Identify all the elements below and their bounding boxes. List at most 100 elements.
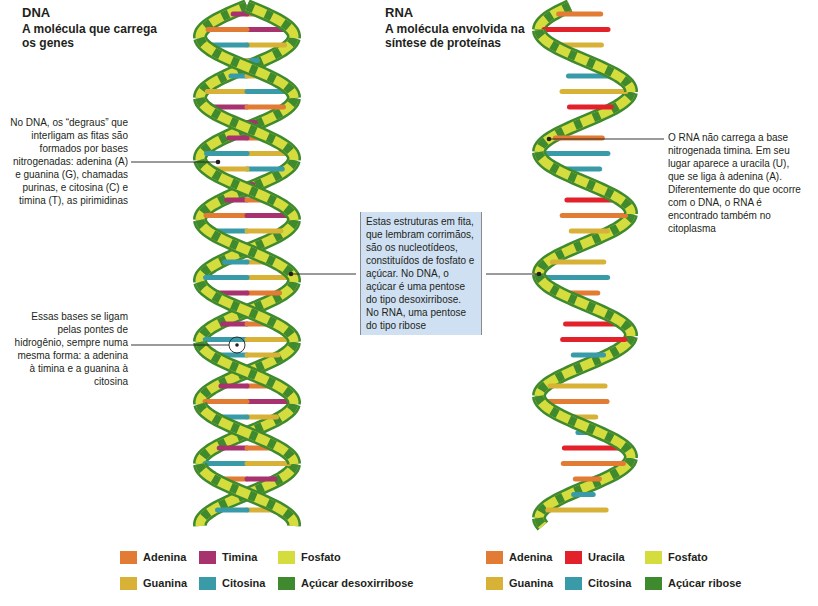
strand-segment bbox=[200, 38, 294, 98]
phosphate-band bbox=[200, 160, 294, 220]
strand-segment bbox=[539, 152, 631, 214]
base-bar bbox=[559, 12, 601, 17]
phosphate-band bbox=[539, 274, 631, 336]
sugar-band bbox=[200, 464, 294, 526]
phosphate-band bbox=[539, 458, 631, 518]
heading: DNA bbox=[22, 5, 172, 21]
base-bar bbox=[247, 477, 275, 482]
front-strand bbox=[539, 30, 631, 526]
legend-text: Fosfato bbox=[668, 551, 708, 564]
legend-text: Açúcar ribose bbox=[668, 577, 741, 590]
strand-outline bbox=[539, 6, 570, 30]
note-text: Estas estruturas em fita, que lembram co… bbox=[366, 215, 476, 332]
phosphate-band bbox=[200, 464, 294, 526]
base-bar bbox=[544, 27, 608, 32]
leader-lines bbox=[131, 137, 664, 353]
note-box: Estas estruturas em fita, que lembram co… bbox=[360, 212, 482, 335]
rna-helix bbox=[539, 6, 631, 526]
sugar-band bbox=[539, 336, 631, 396]
strand-outline bbox=[200, 464, 294, 526]
strand-outline bbox=[539, 152, 631, 214]
sugar-band bbox=[200, 342, 294, 404]
sugar-band bbox=[539, 6, 570, 30]
strand-segment bbox=[200, 38, 294, 98]
strand-outline bbox=[539, 518, 543, 526]
sugar-band bbox=[539, 92, 631, 152]
leader-dot bbox=[289, 272, 294, 277]
sugar-band bbox=[200, 160, 294, 220]
subheading: A molécula envolvida na síntese de prote… bbox=[385, 22, 535, 50]
base-bar bbox=[218, 508, 247, 513]
base-bar bbox=[223, 322, 247, 327]
base-bar bbox=[247, 213, 288, 218]
phosphate-band bbox=[539, 6, 570, 30]
strand-outline bbox=[539, 92, 631, 152]
sugar-band bbox=[539, 274, 631, 336]
base-bar bbox=[247, 105, 283, 110]
phosphate-band bbox=[200, 220, 294, 282]
leader-line bbox=[131, 162, 218, 163]
strand-outline bbox=[200, 342, 294, 404]
legend-swatch bbox=[120, 551, 137, 564]
strand-outline bbox=[200, 282, 294, 342]
base-bar bbox=[207, 89, 247, 94]
base-bar bbox=[207, 151, 247, 156]
strand-outline bbox=[539, 336, 631, 396]
legend-text: Adenina bbox=[143, 551, 186, 564]
legend-text: Citosina bbox=[222, 577, 265, 590]
phosphate-band bbox=[539, 92, 631, 152]
strand-segment bbox=[247, 6, 294, 38]
strand-outline bbox=[200, 282, 294, 342]
sugar-band bbox=[247, 6, 294, 38]
base-bar bbox=[247, 229, 281, 234]
strand-outline bbox=[200, 160, 294, 220]
base-bar bbox=[548, 508, 606, 513]
strand-segment bbox=[200, 464, 294, 526]
phosphate-band bbox=[539, 336, 631, 396]
base-bar bbox=[563, 337, 625, 342]
highlight-circle bbox=[229, 337, 245, 353]
phosphate-band bbox=[539, 152, 631, 214]
leader-dot bbox=[547, 137, 552, 142]
phosphate-band bbox=[200, 282, 294, 342]
legend-swatch bbox=[278, 551, 295, 564]
strand-outline bbox=[200, 220, 294, 282]
sugar-band bbox=[200, 98, 294, 160]
callout-text: No DNA, os “degraus” que interligam as f… bbox=[10, 116, 128, 207]
strand-segment bbox=[200, 404, 294, 464]
base-bar bbox=[206, 213, 247, 218]
callout-text: O RNA não carrega a base nitrogenada tim… bbox=[668, 131, 808, 235]
base-bar bbox=[247, 461, 289, 466]
strand-segment bbox=[539, 518, 543, 526]
base-bar bbox=[227, 198, 247, 203]
base-bar bbox=[205, 399, 247, 404]
sugar-band bbox=[539, 518, 543, 526]
base-bar bbox=[247, 275, 288, 280]
sugar-band bbox=[539, 396, 631, 458]
phosphate-band bbox=[200, 220, 294, 282]
sugar-band bbox=[200, 282, 294, 342]
strand-outline bbox=[200, 342, 294, 404]
strand-segment bbox=[539, 30, 631, 92]
legend-swatch bbox=[486, 551, 503, 564]
legend-swatch bbox=[645, 551, 662, 564]
base-bar bbox=[544, 151, 608, 156]
sugar-band bbox=[200, 6, 247, 38]
strand-segment bbox=[539, 6, 570, 30]
base-bar bbox=[555, 136, 602, 141]
strand-outline bbox=[539, 214, 631, 274]
legend-text: Adenina bbox=[509, 551, 552, 564]
base-bar bbox=[545, 275, 608, 280]
phosphate-band bbox=[200, 38, 294, 98]
sugar-band bbox=[200, 38, 294, 98]
sugar-band bbox=[539, 152, 631, 214]
phosphate-band bbox=[200, 160, 294, 220]
dna-helix bbox=[200, 6, 294, 526]
phosphate-band bbox=[539, 30, 631, 92]
legend-text: Timina bbox=[222, 551, 257, 564]
legend-swatch bbox=[120, 577, 137, 590]
base-bar bbox=[221, 384, 247, 389]
legend-text: Açúcar desoxirribose bbox=[301, 577, 414, 590]
strand-segment bbox=[200, 98, 294, 160]
